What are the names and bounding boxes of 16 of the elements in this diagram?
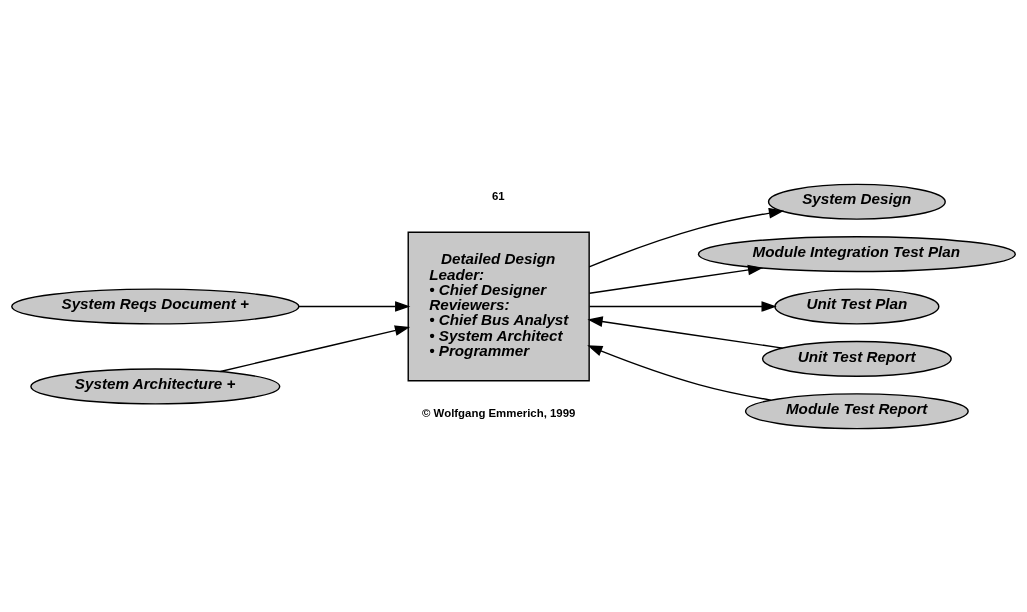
arrow [588, 264, 764, 294]
node-box: Detailed Design Leader: • Chief Designer Reviewers: • Chief Bus Analyst • System Architect • Programmer [407, 231, 590, 381]
node-ellipse: System Reqs Document + [11, 287, 300, 325]
node-ellipse: Unit Test Report [761, 340, 952, 377]
arrow [587, 344, 772, 401]
arrow [588, 300, 777, 312]
arrow [588, 207, 785, 268]
arrow [587, 315, 784, 349]
node-ellipse: System Architecture + [30, 367, 281, 405]
arrow [298, 300, 411, 312]
label: 61 [492, 189, 505, 202]
arrow [219, 324, 411, 372]
node-ellipse: Module Integration Test Plan [697, 235, 1016, 272]
label: © Wolfgang Emmerich, 1999 [422, 406, 576, 419]
node-ellipse: Unit Test Plan [774, 287, 940, 325]
node-ellipse: Module Test Report [744, 392, 969, 429]
